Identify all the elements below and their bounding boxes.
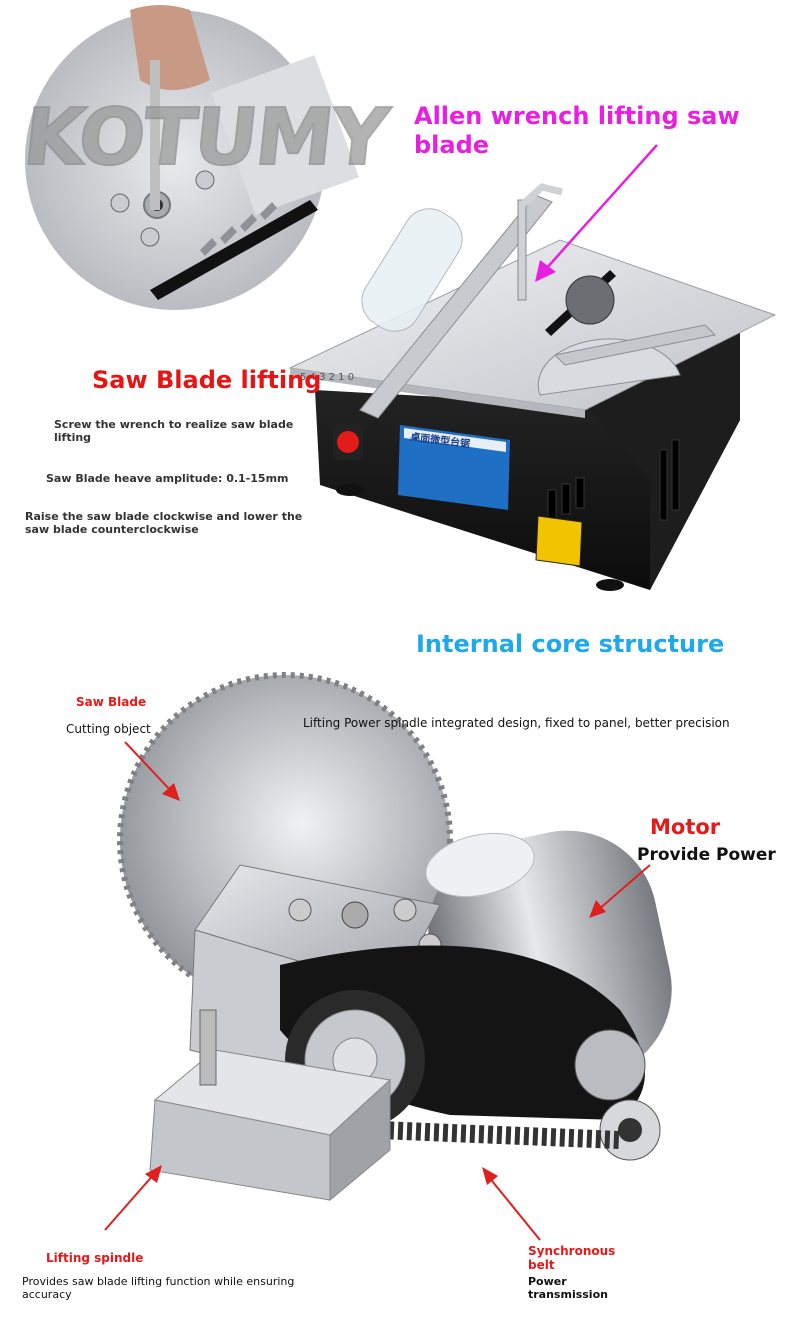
saw-blade-label: Saw Blade: [76, 695, 147, 709]
motor-desc: Provide Power: [637, 845, 776, 865]
zoom-detail-circle: [25, 5, 359, 310]
brand-watermark: KOTUMY: [18, 92, 391, 184]
spindle-design-note: Lifting Power spindle integrated design,…: [303, 716, 730, 730]
lifting-spindle-arrow: [104, 1165, 162, 1231]
lifting-spindle-desc: Provides saw blade lifting function whil…: [22, 1275, 295, 1302]
table-saw-machine: 5 4 3 2 1 0 桌面微型台锯: [288, 183, 777, 591]
saw-blade-arrow: [124, 741, 180, 801]
synchronous-belt-label: Synchronous belt: [528, 1244, 616, 1273]
motor-arrow: [589, 864, 651, 918]
core-structure-heading: Internal core structure: [416, 630, 725, 658]
saw-blade-lifting-heading: Saw Blade lifting: [92, 366, 322, 394]
lifting-desc-direction: Raise the saw blade clockwise and lower …: [25, 510, 303, 537]
lifting-spindle-part: [149, 1009, 392, 1202]
lifting-spindle-label: Lifting spindle: [46, 1251, 144, 1265]
svg-text:5 4 3 2 1 0: 5 4 3 2 1 0: [300, 372, 354, 383]
table-saw-illustration: 5 4 3 2 1 0 桌面微型台锯: [25, 5, 777, 591]
lifting-desc-amplitude: Saw Blade heave amplitude: 0.1-15mm: [46, 472, 289, 485]
lifting-desc-wrench: Screw the wrench to realize saw blade li…: [54, 418, 294, 445]
allen-wrench-heading: Allen wrench lifting saw blade: [414, 102, 740, 159]
saw-lifting-section: 5 4 3 2 1 0 桌面微型台锯: [0, 0, 790, 610]
belt-arrow: [482, 1167, 541, 1241]
pointer-arrows: [104, 741, 651, 1241]
synchronous-belt-desc: Power transmission: [528, 1275, 608, 1302]
core-structure-illustration: [104, 672, 672, 1241]
core-structure-section: [0, 610, 790, 1323]
saw-blade-desc: Cutting object: [66, 722, 151, 736]
allen-wrench-arrow: [535, 144, 658, 282]
motor-label: Motor: [650, 815, 721, 839]
